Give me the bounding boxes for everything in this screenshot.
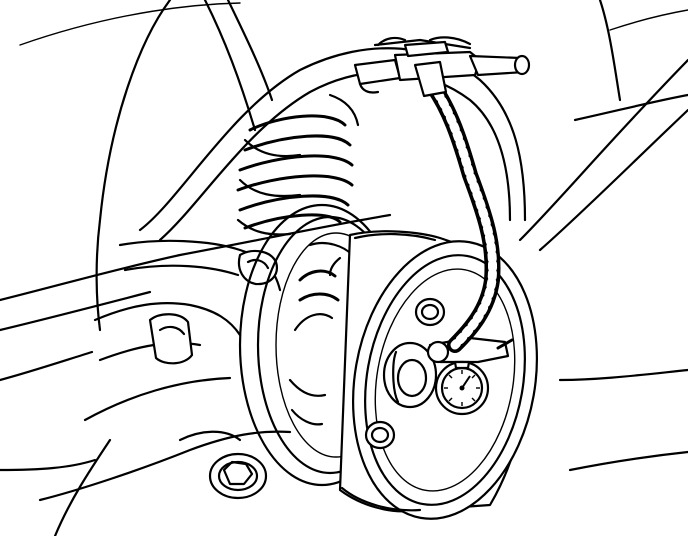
- lower-bolt: [208, 452, 268, 500]
- drum-hub: [382, 341, 438, 409]
- magnetic-base: [353, 36, 531, 98]
- coil-spring: [236, 93, 360, 236]
- wheel-studs: [364, 297, 446, 450]
- dial-ticks: [444, 370, 480, 406]
- stud-top: [414, 297, 446, 327]
- stud-bottom: [364, 420, 396, 450]
- flexible-arm: [425, 78, 501, 353]
